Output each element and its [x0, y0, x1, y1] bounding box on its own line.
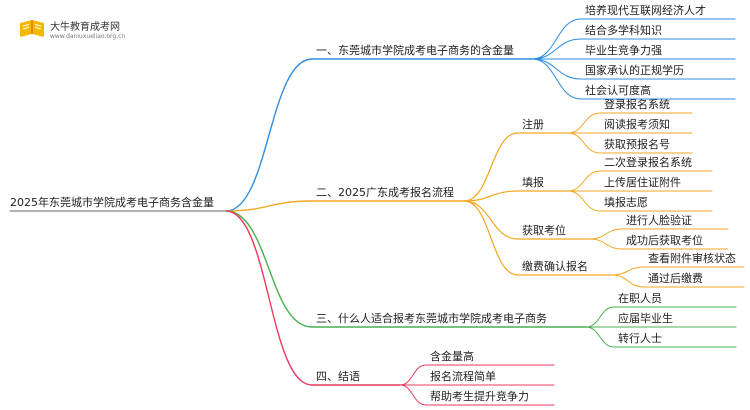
brand-url: www.daniuxueliao.org.cn	[50, 33, 126, 40]
branch-connector	[225, 210, 313, 386]
leaf-label: 获取预报名号	[604, 137, 670, 151]
leaf-label: 社会认可度高	[585, 83, 651, 97]
leaf-connector	[567, 190, 601, 212]
leaf-label: 毕业生竞争力强	[585, 43, 662, 57]
branch-connector	[225, 210, 313, 328]
step-4-label: 缴费确认报名	[522, 259, 588, 273]
branch-1-label: 一、东莞城市学院成考电子商务的含金量	[316, 43, 514, 57]
leaf-label: 培养现代互联网经济人才	[585, 3, 706, 17]
leaf-label: 进行人脸验证	[626, 213, 692, 227]
leaf-label: 帮助考生提升竞争力	[430, 389, 529, 403]
leaf-connector	[567, 170, 601, 192]
leaf-label: 含金量高	[430, 349, 474, 363]
leaf-connector	[531, 58, 582, 100]
branch-3-label: 三、什么人适合报考东莞城市学院成考电子商务	[316, 311, 547, 325]
leaf-connector	[585, 326, 615, 348]
leaf-connector	[611, 274, 645, 288]
leaf-connector	[399, 364, 427, 386]
branch-connector	[225, 58, 313, 212]
brand-logo: 大牛教育成考网 www.daniuxueliao.org.cn	[18, 14, 128, 46]
leaf-label: 结合多学科知识	[585, 23, 662, 37]
branch-connector	[225, 200, 313, 212]
leaf-connector	[567, 112, 601, 134]
leaf-label: 上传居住证附件	[604, 175, 681, 189]
leaf-label: 报名流程简单	[430, 369, 496, 383]
step-3-label: 获取考位	[522, 223, 566, 237]
leaf-connector	[611, 266, 645, 276]
leaf-label: 通过后缴费	[648, 271, 703, 285]
leaf-label: 应届毕业生	[618, 311, 673, 325]
root-node-label: 2025年东莞城市学院成考电子商务含金量	[10, 195, 214, 209]
step-1-label: 注册	[522, 117, 544, 131]
leaf-label: 二次登录报名系统	[604, 155, 692, 169]
leaf-connector	[589, 238, 623, 250]
leaf-connector	[531, 58, 582, 80]
branch-2-label: 二、2025广东成考报名流程	[316, 185, 454, 199]
leaf-label: 登录报名系统	[604, 97, 670, 111]
leaf-connector	[531, 38, 582, 60]
sub-branch-connector	[463, 132, 519, 202]
leaf-connector	[567, 132, 601, 154]
leaf-label: 在职人员	[618, 292, 662, 305]
brand-title: 大牛教育成考网	[50, 22, 120, 33]
leaf-label: 填报志愿	[604, 195, 648, 209]
leaf-label: 国家承认的正规学历	[585, 63, 684, 77]
leaf-connector	[531, 18, 582, 60]
step-2-label: 填报	[522, 175, 544, 189]
book-logo-icon	[20, 20, 44, 37]
leaf-connector	[589, 228, 623, 240]
sub-branch-connector	[463, 190, 519, 202]
branch-4-label: 四、结语	[316, 370, 360, 383]
leaf-connector	[585, 306, 615, 328]
leaf-connector	[399, 384, 427, 406]
leaf-label: 阅读报考须知	[604, 117, 670, 131]
sub-branch-connector	[463, 200, 519, 240]
leaf-label: 转行人士	[618, 331, 662, 345]
leaf-label: 查看附件审核状态	[648, 251, 736, 265]
sub-branch-connector	[463, 200, 519, 276]
leaf-label: 成功后获取考位	[626, 233, 703, 247]
